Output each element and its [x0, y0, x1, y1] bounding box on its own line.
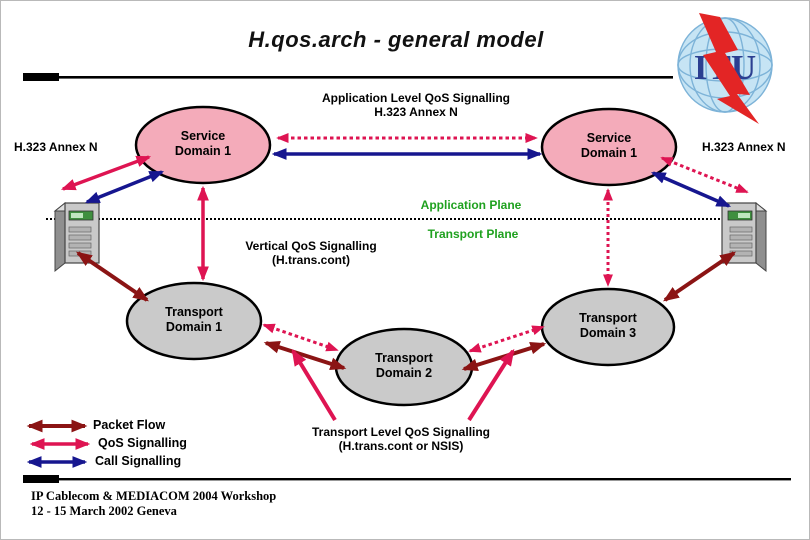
header-rule-dash	[23, 73, 59, 81]
itu-logo: ITU	[677, 13, 773, 124]
arrow-packet-td1-td2	[263, 341, 347, 370]
arrow-pointer-right	[467, 348, 515, 422]
footer-rule-dash	[23, 475, 59, 483]
service-domain-left-ellipse	[134, 105, 272, 185]
header-rule-line	[57, 76, 673, 79]
computer-icon-right	[720, 201, 768, 273]
app-level-qos-line2: H.323 Annex N	[374, 105, 458, 119]
app-level-qos-label: Application Level QoS Signalling H.323 A…	[256, 91, 576, 119]
transport-domain-2-label: Transport Domain 2	[375, 351, 433, 380]
service-domain-right-ellipse	[540, 107, 678, 187]
arrow-qos-right-terminal	[660, 156, 749, 194]
application-plane-label: Application Plane	[420, 198, 522, 212]
footer-line2: 12 - 15 March 2002 Geneva	[31, 504, 177, 518]
transport-plane-label: Transport Plane	[427, 227, 519, 241]
arrow-call-left-terminal	[84, 170, 165, 204]
service-domain-left-label: Service Domain 1	[174, 129, 232, 158]
app-level-qos-line1: Application Level QoS Signalling	[321, 91, 511, 105]
transport-domain-1-label: Transport Domain 1	[165, 305, 223, 334]
slide-title: H.qos.arch - general model	[248, 27, 544, 52]
arrow-pointer-left	[291, 348, 337, 422]
arrow-packet-flow-left	[76, 251, 149, 302]
vertical-qos-label: Vertical QoS Signalling (H.trans.cont)	[245, 239, 377, 267]
footer-line1: IP Cablecom & MEDIACOM 2004 Workshop	[31, 489, 277, 503]
transport-level-qos-label: Transport Level QoS Signalling (H.trans.…	[311, 425, 491, 453]
legend-label-qos-signalling: QoS Signalling	[98, 436, 187, 450]
service-domain-right-label: Service Domain 1	[580, 131, 638, 160]
transport-domain-3-label: Transport Domain 3	[579, 311, 637, 340]
footer: IP Cablecom & MEDIACOM 2004 Workshop 12 …	[31, 489, 276, 519]
footer-rule-line	[57, 478, 791, 481]
lightning-bolt-icon	[699, 13, 759, 124]
arrow-call-right-terminal	[650, 171, 732, 208]
transport-domain-1-ellipse	[125, 281, 263, 361]
legend-label-packet-flow: Packet Flow	[93, 418, 166, 432]
arrow-packet-flow-right	[663, 251, 736, 302]
legend-label-call-signalling: Call Signalling	[95, 454, 182, 468]
annex-label-right: H.323 Annex N	[702, 140, 786, 154]
annex-label-left: H.323 Annex N	[14, 140, 98, 154]
